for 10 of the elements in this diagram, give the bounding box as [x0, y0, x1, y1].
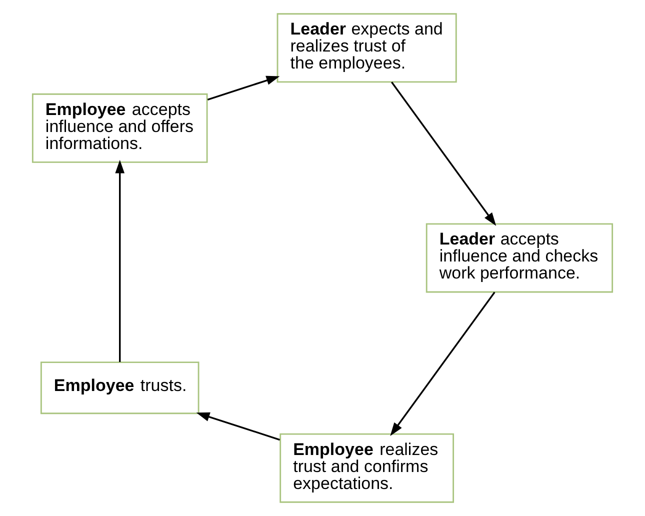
node-box: Leader expects and realizes trust of the employees. — [276, 13, 457, 83]
node-box: Leader accepts influence and checks work performance. — [426, 223, 614, 293]
arrow — [391, 82, 496, 226]
arrow — [207, 76, 280, 100]
arrow — [390, 292, 496, 436]
node-box: Employee accepts influence and offers informations. — [32, 93, 208, 163]
arrow — [196, 412, 280, 441]
node-box: Employee realizes trust and confirms expectations. — [280, 433, 454, 503]
node-box: Employee trusts. — [40, 362, 200, 414]
arrow — [115, 160, 125, 362]
